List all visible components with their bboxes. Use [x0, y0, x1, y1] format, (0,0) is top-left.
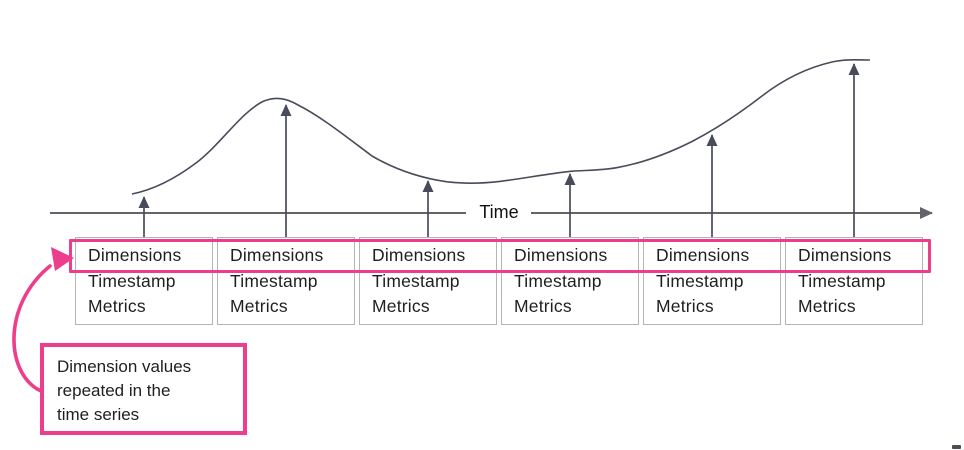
- record-box-1: Dimensions Timestamp Metrics: [75, 237, 213, 325]
- record-dimensions: Dimensions: [230, 245, 324, 265]
- record-metrics: Metrics: [656, 296, 714, 316]
- record-box-6: Dimensions Timestamp Metrics: [785, 237, 923, 325]
- record-timestamp: Timestamp: [88, 270, 176, 291]
- corner-artifact: [952, 445, 961, 449]
- record-metrics: Metrics: [88, 296, 146, 316]
- record-box-2: Dimensions Timestamp Metrics: [217, 237, 355, 325]
- callout-text-line: Dimension values: [57, 357, 192, 376]
- time-series-curve: [131, 58, 871, 195]
- record-timestamp: Timestamp: [230, 270, 318, 291]
- record-timestamp: Timestamp: [656, 270, 744, 291]
- time-axis-label: Time: [479, 202, 519, 222]
- record-dimensions: Dimensions: [798, 245, 892, 265]
- dimensions-row-highlight: [69, 239, 931, 273]
- record-metrics: Metrics: [798, 296, 856, 316]
- record-dimensions: Dimensions: [372, 245, 466, 265]
- record-timestamp: Timestamp: [798, 270, 886, 291]
- callout-box: Dimension values repeated in the time se…: [40, 343, 247, 435]
- record-box-3: Dimensions Timestamp Metrics: [359, 237, 497, 325]
- record-box-4: Dimensions Timestamp Metrics: [501, 237, 639, 325]
- record-dimensions: Dimensions: [88, 245, 182, 265]
- record-dimensions: Dimensions: [514, 245, 608, 265]
- record-metrics: Metrics: [230, 296, 288, 316]
- record-metrics: Metrics: [372, 296, 430, 316]
- callout-text-line: repeated in the: [57, 381, 171, 400]
- record-metrics: Metrics: [514, 296, 572, 316]
- callout-arrowhead-icon: [51, 247, 74, 271]
- record-timestamp: Timestamp: [514, 270, 602, 291]
- record-box-5: Dimensions Timestamp Metrics: [643, 237, 781, 325]
- record-dimensions: Dimensions: [656, 245, 750, 265]
- record-timestamp: Timestamp: [372, 270, 460, 291]
- callout-text-line: time series: [57, 405, 140, 424]
- callout-arrow: [12, 264, 52, 393]
